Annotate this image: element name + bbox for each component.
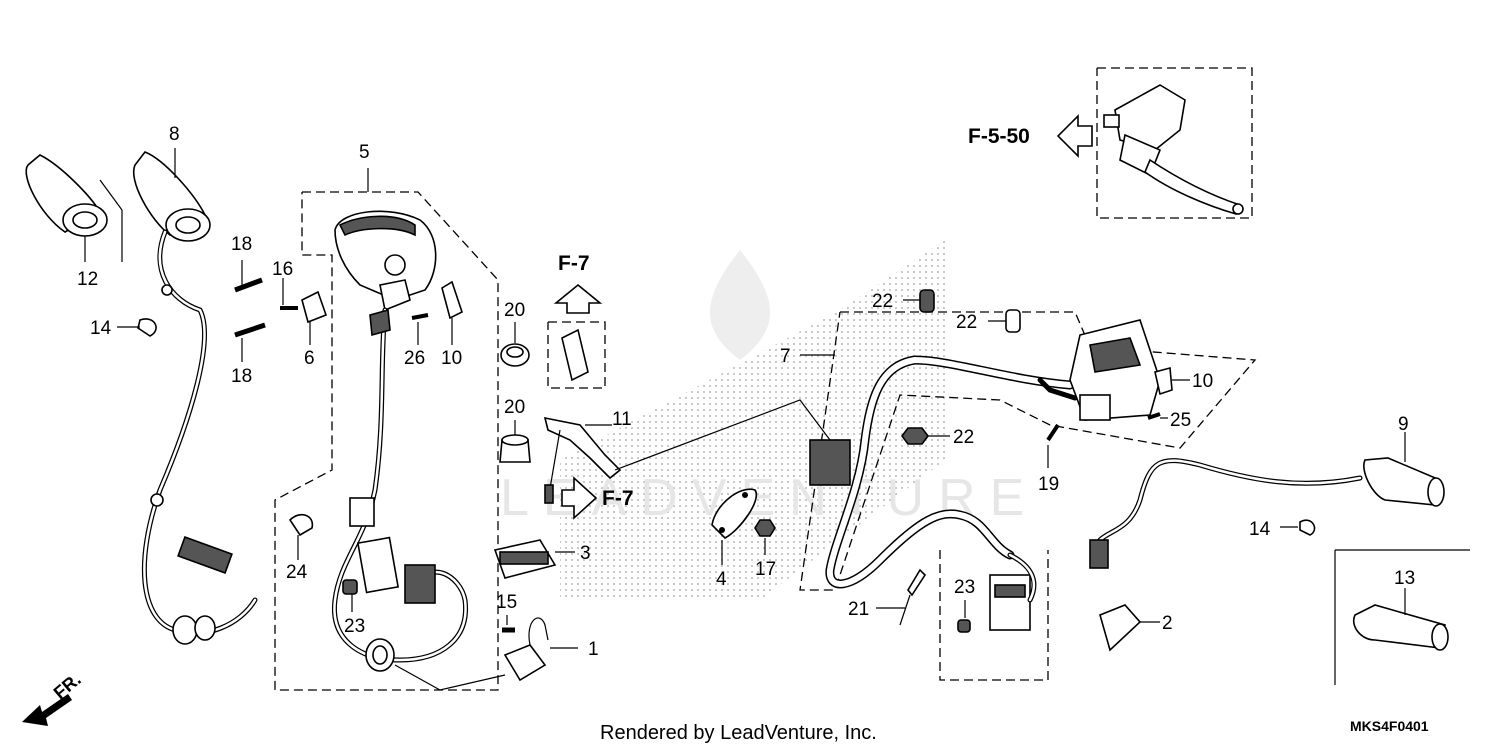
screw-19 — [1046, 423, 1060, 468]
grommet-20-top — [500, 322, 530, 367]
bracket-4 — [711, 488, 758, 565]
clip-10-left — [441, 280, 463, 345]
callout-6: 6 — [304, 348, 315, 369]
callout-22-middle: 22 — [956, 312, 977, 333]
brake-lever — [1103, 84, 1244, 215]
callout-24: 24 — [286, 562, 308, 583]
callout-25: 25 — [1170, 410, 1191, 431]
screw-25 — [1147, 412, 1168, 420]
callout-11: 11 — [612, 409, 632, 430]
wire-guide-11 — [543, 399, 831, 504]
cable-clip-24 — [288, 513, 314, 560]
bracket-1-and-screw-15 — [394, 615, 578, 691]
heated-grip-9 — [1089, 432, 1445, 569]
callout-21: 21 — [848, 599, 869, 620]
left-switch-housing — [331, 210, 469, 672]
callout-22-nut: 22 — [953, 427, 974, 448]
callout-5: 5 — [359, 142, 370, 163]
clamp-14-right — [1280, 519, 1316, 536]
callout-3: 3 — [580, 543, 591, 564]
diagram-code: MKS4F0401 — [1350, 718, 1429, 734]
f550-reference: F-5-50 — [968, 114, 1093, 158]
switch-3 — [493, 539, 575, 579]
callout-23-right: 23 — [954, 577, 975, 598]
clip-10-right — [1154, 366, 1190, 396]
bracket-2 — [1099, 604, 1160, 652]
callout-16: 16 — [272, 259, 293, 280]
screw-18-bottom — [234, 322, 266, 362]
right-handlebar-and-switch — [809, 319, 1161, 631]
callout-18-bottom: 18 — [231, 366, 252, 387]
screw-26 — [411, 313, 429, 345]
fastener-23-right — [957, 600, 971, 633]
callout-22-top: 22 — [872, 291, 893, 312]
callout-13: 13 — [1394, 568, 1415, 589]
callout-26: 26 — [404, 348, 425, 369]
callout-labels: 1 2 3 4 5 6 7 8 9 10 10 11 12 13 14 14 1… — [77, 124, 1415, 660]
heated-grip-8 — [132, 148, 258, 645]
cap-22-top — [903, 289, 935, 313]
callout-14-right: 14 — [1249, 519, 1271, 540]
callout-4: 4 — [716, 569, 727, 590]
svg-text:FR.: FR. — [50, 669, 85, 703]
callout-8: 8 — [169, 124, 180, 145]
svg-text:F-7: F-7 — [602, 487, 634, 510]
callout-10-right: 10 — [1192, 371, 1213, 392]
tie-21 — [876, 568, 927, 626]
lever-assembly-outline — [1096, 67, 1253, 219]
nut-17 — [754, 519, 776, 555]
callout-12: 12 — [77, 269, 98, 290]
svg-text:F-7: F-7 — [558, 252, 590, 275]
callout-20-bottom: 20 — [504, 397, 525, 418]
f7-up-reference: F-7 — [547, 252, 606, 389]
grommet-20-bottom — [499, 420, 531, 463]
callout-7: 7 — [780, 346, 791, 367]
front-direction-arrow: FR. — [22, 669, 85, 726]
nut-22 — [901, 427, 950, 445]
screw-16 — [280, 278, 298, 310]
callout-1: 1 — [588, 639, 599, 660]
callout-23-left: 23 — [344, 616, 365, 637]
f7-right-reference: F-7 — [561, 476, 634, 520]
grip-13 — [1334, 549, 1470, 685]
callout-10-left: 10 — [441, 348, 462, 369]
callout-2: 2 — [1162, 613, 1173, 634]
bracket-6 — [301, 290, 328, 345]
callout-9: 9 — [1398, 414, 1409, 435]
switch-assembly-5-outline — [274, 168, 499, 691]
fastener-23-left — [342, 579, 358, 612]
callout-14-left: 14 — [90, 318, 112, 339]
callout-19: 19 — [1038, 474, 1059, 495]
rendered-by-credit: Rendered by LeadVenture, Inc. — [600, 722, 877, 744]
grip-12 — [25, 154, 123, 262]
callout-15: 15 — [496, 592, 517, 613]
callout-18-top: 18 — [231, 234, 252, 255]
screw-18-top — [234, 260, 263, 293]
callout-20-top: 20 — [504, 300, 525, 321]
callout-17: 17 — [755, 559, 776, 580]
svg-text:F-5-50: F-5-50 — [968, 125, 1030, 148]
cap-22-middle — [988, 309, 1021, 333]
clamp-14-left — [117, 318, 157, 337]
